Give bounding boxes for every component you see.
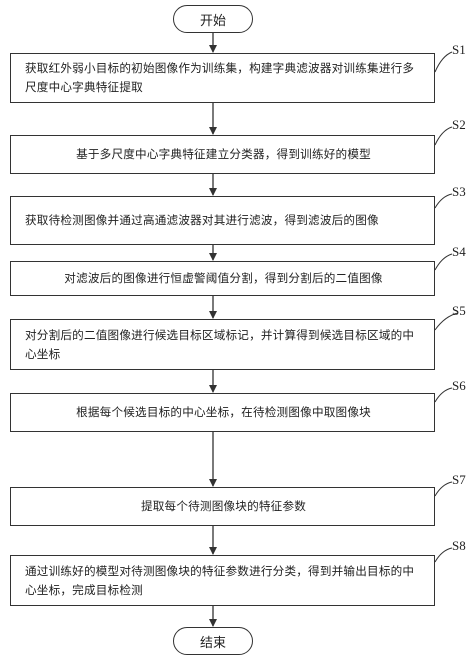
step-label-s3: S3 xyxy=(452,184,466,199)
step-label-s1: S1 xyxy=(452,42,466,57)
leader-s6 xyxy=(434,387,453,403)
step-label-s5: S5 xyxy=(452,303,466,318)
end-terminal: 结束 xyxy=(173,627,253,655)
step-s2: 基于多尺度中心字典特征建立分类器，得到训练好的模型 xyxy=(10,135,435,174)
step-label-s7: S7 xyxy=(452,472,466,487)
step-text: 对分割后的二值图像进行候选目标区域标记，并计算得到候选目标区域的中心坐标 xyxy=(25,327,415,361)
leader-s3 xyxy=(434,193,453,209)
start-terminal: 开始 xyxy=(173,5,253,33)
step-label-s4: S4 xyxy=(452,244,466,259)
start-label: 开始 xyxy=(199,13,226,29)
leader-s2 xyxy=(434,126,453,146)
step-s6: 根据每个候选目标的中心坐标，在待检测图像中取图像块 xyxy=(10,393,435,432)
leader-s4 xyxy=(434,253,453,271)
step-s4: 对滤波后的图像进行恒虚警阈值分割，得到分割后的二值图像 xyxy=(10,261,435,296)
step-text: 基于多尺度中心字典特征建立分类器，得到训练好的模型 xyxy=(76,147,371,161)
step-text: 获取待检测图像并通过高通滤波器对其进行滤波，得到滤波后的图像 xyxy=(25,213,379,227)
step-text: 提取每个待测图像块的特征参数 xyxy=(140,499,307,513)
step-text: 根据每个候选目标的中心坐标，在待检测图像中取图像块 xyxy=(76,405,371,419)
step-s7: 提取每个待测图像块的特征参数 xyxy=(10,487,435,526)
step-label-s2: S2 xyxy=(452,117,466,132)
step-s5: 对分割后的二值图像进行候选目标区域标记，并计算得到候选目标区域的中心坐标 xyxy=(10,319,435,370)
step-text: 通过训练好的模型对待测图像块的特征参数进行分类，得到并输出目标的中心坐标，完成目… xyxy=(25,563,415,597)
step-text: 获取红外弱小目标的初始图像作为训练集，构建字典滤波器对训练集进行多尺度中心字典特… xyxy=(25,61,415,94)
step-label-s8: S8 xyxy=(452,538,466,553)
label-leaders xyxy=(434,51,459,563)
step-s1: 获取红外弱小目标的初始图像作为训练集，构建字典滤波器对训练集进行多尺度中心字典特… xyxy=(10,53,435,103)
step-label-s6: S6 xyxy=(452,378,466,393)
leader-s8 xyxy=(434,547,453,563)
leader-s7 xyxy=(434,481,453,497)
step-text: 对滤波后的图像进行恒虚警阈值分割，得到分割后的二值图像 xyxy=(64,271,383,285)
step-s8: 通过训练好的模型对待测图像块的特征参数进行分类，得到并输出目标的中心坐标，完成目… xyxy=(10,555,435,606)
leader-s1 xyxy=(434,51,453,73)
end-label: 结束 xyxy=(199,635,226,651)
leader-s5 xyxy=(434,312,459,331)
step-s3: 获取待检测图像并通过高通滤波器对其进行滤波，得到滤波后的图像 xyxy=(10,196,435,245)
